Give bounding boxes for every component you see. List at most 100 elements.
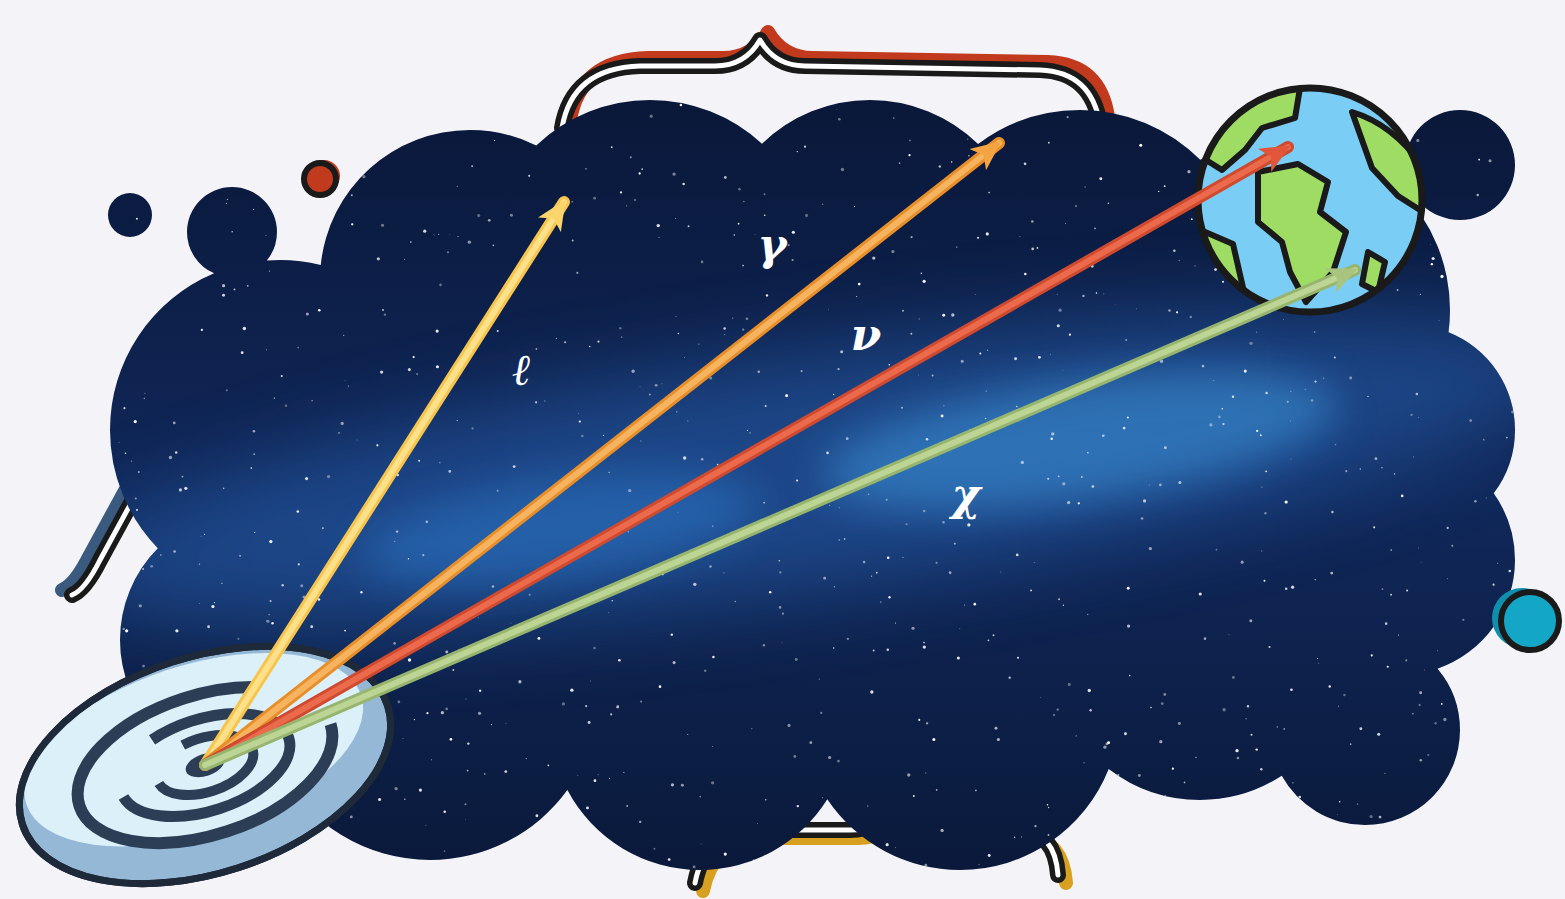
star	[207, 625, 210, 628]
star	[1050, 438, 1053, 441]
star	[712, 656, 714, 658]
star	[53, 552, 55, 554]
star	[16, 588, 17, 589]
star	[671, 783, 674, 786]
star	[408, 368, 411, 371]
star	[401, 868, 403, 870]
star	[986, 390, 987, 391]
star	[98, 9, 101, 12]
star	[1068, 683, 1071, 686]
star	[659, 685, 662, 688]
star	[693, 865, 696, 868]
star	[668, 858, 671, 861]
star	[1180, 817, 1182, 819]
star	[986, 232, 989, 235]
star	[649, 394, 651, 396]
star	[226, 203, 227, 204]
star	[951, 58, 954, 61]
star	[968, 14, 971, 17]
star	[1394, 473, 1395, 474]
star	[97, 116, 99, 118]
star	[1265, 470, 1267, 472]
star	[349, 22, 352, 25]
star	[1092, 833, 1095, 836]
star	[1214, 268, 1217, 271]
star	[1292, 782, 1293, 783]
star	[1518, 580, 1520, 582]
star	[1129, 675, 1131, 677]
star	[384, 313, 386, 315]
star	[1222, 281, 1224, 283]
star	[581, 435, 584, 438]
star	[672, 172, 675, 175]
star	[40, 200, 42, 202]
star	[1195, 833, 1197, 835]
star	[234, 289, 236, 291]
star	[1145, 53, 1148, 56]
star	[285, 404, 287, 406]
star	[618, 659, 621, 662]
star	[829, 505, 830, 506]
star	[1063, 605, 1064, 606]
star	[144, 393, 145, 394]
star	[1051, 432, 1054, 435]
star	[131, 460, 132, 461]
star	[763, 502, 765, 504]
star	[416, 373, 418, 375]
star	[793, 755, 796, 758]
star	[671, 633, 673, 635]
star	[961, 360, 964, 363]
star	[738, 223, 740, 225]
star	[1296, 862, 1298, 864]
star	[905, 523, 907, 525]
star	[1537, 581, 1540, 584]
star	[173, 422, 176, 425]
star	[348, 889, 351, 892]
star	[393, 642, 396, 645]
star	[738, 188, 741, 191]
star	[839, 507, 840, 508]
arrow-border	[205, 147, 1288, 765]
star	[1451, 545, 1453, 547]
star	[504, 770, 507, 773]
star	[110, 307, 112, 309]
star	[1357, 825, 1360, 828]
star	[1021, 461, 1024, 464]
star	[1526, 28, 1528, 30]
star	[1030, 589, 1032, 591]
star	[257, 883, 259, 885]
star	[799, 878, 801, 880]
star	[491, 724, 492, 725]
star	[159, 108, 162, 111]
star	[284, 214, 285, 215]
star	[186, 488, 187, 489]
star	[1382, 588, 1384, 590]
star	[701, 458, 704, 461]
star	[838, 539, 840, 541]
star	[1096, 292, 1098, 294]
star	[757, 116, 759, 118]
star	[151, 117, 152, 118]
star	[200, 536, 202, 538]
star	[173, 550, 176, 553]
star	[1136, 308, 1137, 309]
star	[1402, 108, 1403, 109]
star	[484, 6, 485, 7]
star	[237, 638, 239, 640]
star	[1261, 486, 1262, 487]
star	[1184, 782, 1186, 784]
star	[1518, 862, 1520, 864]
star	[589, 346, 591, 348]
star	[1043, 94, 1044, 95]
star	[577, 413, 579, 415]
star	[1291, 586, 1294, 589]
star	[1373, 526, 1375, 528]
star	[621, 336, 622, 337]
star	[1420, 561, 1422, 563]
star	[445, 650, 448, 653]
star	[1218, 416, 1221, 419]
star	[269, 128, 270, 129]
star	[1191, 218, 1193, 220]
star	[300, 584, 303, 587]
star	[909, 140, 911, 142]
